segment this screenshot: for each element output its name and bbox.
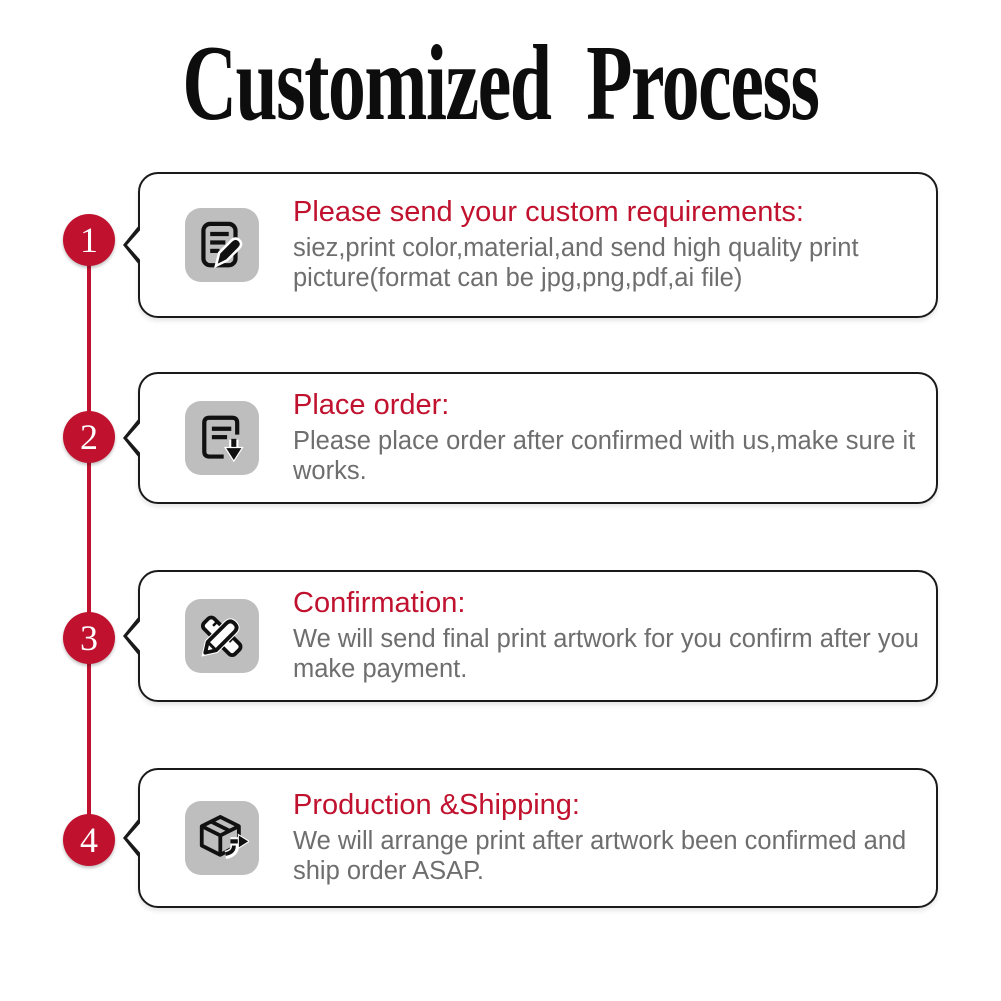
step-3-heading: Confirmation: <box>293 587 466 620</box>
shipping-box-icon <box>195 811 249 865</box>
step-1-number-badge: 1 <box>63 214 115 266</box>
step-2-number: 2 <box>80 417 98 457</box>
step-1-heading: Please send your custom requirements: <box>293 196 804 229</box>
step-4-icon-tile <box>185 801 259 875</box>
step-4-heading: Production &Shipping: <box>293 789 580 822</box>
order-download-icon <box>195 411 249 465</box>
step-4-card: Production &Shipping: We will arrange pr… <box>138 768 938 908</box>
step-1-number: 1 <box>80 220 98 260</box>
step-3-body: We will send final print artwork for you… <box>293 624 919 684</box>
step-1-texts: Please send your custom requirements: si… <box>293 196 936 294</box>
step-2-texts: Place order: Please place order after co… <box>293 389 936 487</box>
document-edit-icon <box>195 218 249 272</box>
design-tools-icon <box>195 609 249 663</box>
page-title: Customized Process <box>182 24 820 143</box>
step-3-icon-tile <box>185 599 259 673</box>
step-4-number: 4 <box>80 820 98 860</box>
step-2-number-badge: 2 <box>63 411 115 463</box>
step-4-number-badge: 4 <box>63 814 115 866</box>
step-2-card: Place order: Please place order after co… <box>138 372 938 504</box>
step-3-card: Confirmation: We will send final print a… <box>138 570 938 702</box>
page-title-wrap: Customized Process <box>0 30 1001 138</box>
step-4-body: We will arrange print after artwork been… <box>293 826 907 886</box>
step-1-card: Please send your custom requirements: si… <box>138 172 938 318</box>
step-1-icon-tile <box>185 208 259 282</box>
step-1-body: siez,print color,material,and send high … <box>293 233 859 293</box>
step-3-number: 3 <box>80 618 98 658</box>
step-3-texts: Confirmation: We will send final print a… <box>293 587 936 685</box>
step-2-body: Please place order after confirmed with … <box>293 426 916 486</box>
step-2-heading: Place order: <box>293 389 450 422</box>
timeline-connector-line <box>87 258 91 816</box>
step-2-icon-tile <box>185 401 259 475</box>
step-4-texts: Production &Shipping: We will arrange pr… <box>293 789 936 887</box>
step-3-number-badge: 3 <box>63 612 115 664</box>
